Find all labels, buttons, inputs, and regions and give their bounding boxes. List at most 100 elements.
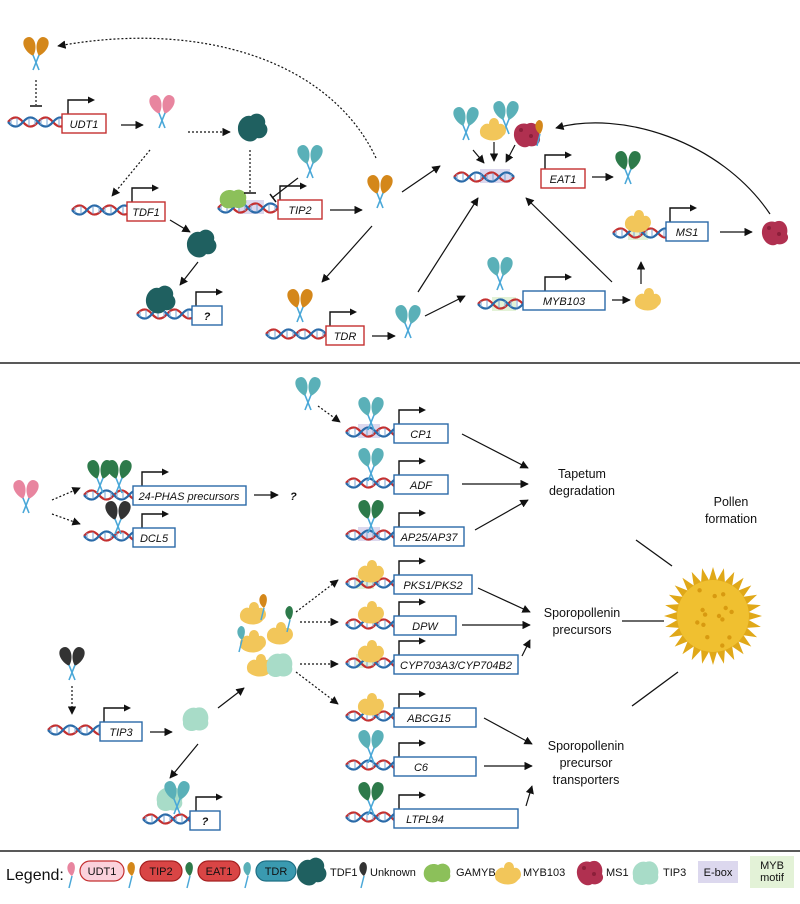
svg-text:TDF1: TDF1 xyxy=(330,867,358,879)
pollen-texture-dot xyxy=(695,620,700,625)
pollen-texture-dot xyxy=(720,643,725,648)
svg-text:motif: motif xyxy=(760,872,785,884)
svg-text:ADF: ADF xyxy=(409,480,433,492)
adf-gene: ADF xyxy=(344,447,449,495)
svg-text:formation: formation xyxy=(705,512,757,526)
svg-text:DCL5: DCL5 xyxy=(140,533,169,545)
tdr-tf-bottom xyxy=(294,376,322,411)
tdf1-protein xyxy=(237,113,268,142)
udt1-label: UDT1 xyxy=(70,119,99,131)
udt1-gene: UDT1 xyxy=(6,95,107,134)
svg-text:Pollen: Pollen xyxy=(714,495,749,509)
svg-text:UDT1: UDT1 xyxy=(88,866,117,878)
svg-text:LTPL94: LTPL94 xyxy=(406,814,444,826)
ltpl94-gene: LTPL94 xyxy=(344,781,519,829)
c6-gene: C6 xyxy=(344,729,477,777)
unknown-target-gene: ? xyxy=(135,285,224,326)
udt1-tf-bottom xyxy=(12,479,40,514)
tip3-protein xyxy=(182,707,209,732)
tdr-tf xyxy=(394,304,422,339)
eat1-tf xyxy=(614,150,642,185)
svg-text:?: ? xyxy=(204,311,211,323)
pollen-texture-dot xyxy=(727,635,732,640)
tip3-target-gene: ? xyxy=(141,780,224,831)
svg-text:E-box: E-box xyxy=(704,867,733,879)
tdf1-gene: TDF1 xyxy=(70,183,166,222)
svg-text:MYB: MYB xyxy=(760,860,784,872)
pollen-texture-dot xyxy=(701,622,706,627)
svg-text:?: ? xyxy=(290,491,297,503)
svg-text:TDR: TDR xyxy=(265,866,288,878)
svg-text:24-PHAS precursors: 24-PHAS precursors xyxy=(138,491,240,503)
cp1-gene: CP1 xyxy=(344,396,449,444)
tip3-gene: TIP3 xyxy=(46,703,143,742)
svg-text:degradation: degradation xyxy=(549,484,615,498)
ms1-protein xyxy=(761,220,789,246)
protein-complex-cluster xyxy=(236,593,294,678)
tip2-gene: TIP2 xyxy=(216,181,323,220)
svg-text:ABCG15: ABCG15 xyxy=(406,713,451,725)
svg-text:precursors: precursors xyxy=(552,623,611,637)
pollen-texture-dot xyxy=(723,605,728,611)
svg-text:EAT1: EAT1 xyxy=(206,866,233,878)
svg-text:AP25/AP37: AP25/AP37 xyxy=(400,532,459,544)
legend-title: Legend: xyxy=(6,867,64,884)
legend: Legend: UDT1 TIP2 EAT1 TDR TDF1 Unknown … xyxy=(6,856,794,889)
svg-text:EAT1: EAT1 xyxy=(550,174,577,186)
pollen-texture-dot xyxy=(721,592,726,597)
svg-text:Sporopollenin: Sporopollenin xyxy=(548,739,624,753)
udt1-tf xyxy=(148,94,176,129)
ap25-ap37-gene: AP25/AP37 xyxy=(344,499,465,547)
svg-text:MS1: MS1 xyxy=(606,867,629,879)
pollen-texture-dot xyxy=(700,607,705,613)
svg-text:transporters: transporters xyxy=(553,773,620,787)
tdr-tf-on-tip2 xyxy=(296,144,324,179)
svg-text:TIP3: TIP3 xyxy=(663,867,686,879)
tdf1-protein-2 xyxy=(186,229,217,258)
svg-text:precursor: precursor xyxy=(560,756,613,770)
myb103-protein xyxy=(634,288,661,311)
pollen-texture-dot xyxy=(720,617,725,622)
tdf1-gene-label: TDF1 xyxy=(132,207,160,219)
svg-text:TDR: TDR xyxy=(334,331,357,343)
pks-gene: PKS1/PKS2 xyxy=(344,556,473,595)
svg-text:C6: C6 xyxy=(414,762,429,774)
svg-text:DPW: DPW xyxy=(412,621,439,633)
svg-text:CYP703A3/CYP704B2: CYP703A3/CYP704B2 xyxy=(400,660,512,672)
dpw-gene: DPW xyxy=(344,597,457,636)
svg-text:GAMYB: GAMYB xyxy=(456,867,496,879)
dcl5-gene: DCL5 xyxy=(82,500,176,548)
myb103-gene: MYB103 xyxy=(476,256,606,311)
svg-text:Unknown: Unknown xyxy=(370,867,416,879)
unknown-tf xyxy=(58,646,86,681)
svg-text:?: ? xyxy=(202,816,209,828)
top-panel: UDT1 TDF1 ? xyxy=(0,36,800,364)
tip2-tf xyxy=(366,174,394,209)
bottom-panel: 24-PHAS precursors ? DCL5 CP1 ADF xyxy=(0,376,800,852)
svg-text:TIP2: TIP2 xyxy=(149,866,172,878)
pollen-texture-dot xyxy=(716,613,722,619)
eat1-gene: EAT1 xyxy=(452,150,586,189)
svg-text:MYB103: MYB103 xyxy=(523,867,565,879)
tdr-gene: TDR xyxy=(264,288,365,346)
svg-text:PKS1/PKS2: PKS1/PKS2 xyxy=(403,580,462,592)
phas-gene: 24-PHAS precursors xyxy=(82,459,247,506)
svg-text:Sporopollenin: Sporopollenin xyxy=(544,606,620,620)
pollen-grain xyxy=(664,567,762,665)
svg-text:CP1: CP1 xyxy=(410,429,431,441)
pollen-texture-dot xyxy=(729,609,734,615)
pollen-texture-dot xyxy=(712,593,717,599)
ms1-gene: MS1 xyxy=(611,203,709,242)
svg-text:TIP3: TIP3 xyxy=(109,727,133,739)
svg-text:TIP2: TIP2 xyxy=(288,205,311,217)
pollen-texture-dot xyxy=(705,635,710,640)
cyp-gene: CYP703A3/CYP704B2 xyxy=(344,636,519,675)
abcg15-gene: ABCG15 xyxy=(344,689,477,728)
pollen-texture-dot xyxy=(697,588,702,593)
tip2-tf-repressor xyxy=(22,36,50,71)
svg-text:MS1: MS1 xyxy=(676,227,699,239)
svg-text:MYB103: MYB103 xyxy=(543,296,586,308)
pollen-texture-dot xyxy=(702,612,708,617)
pollen-body xyxy=(677,580,749,652)
